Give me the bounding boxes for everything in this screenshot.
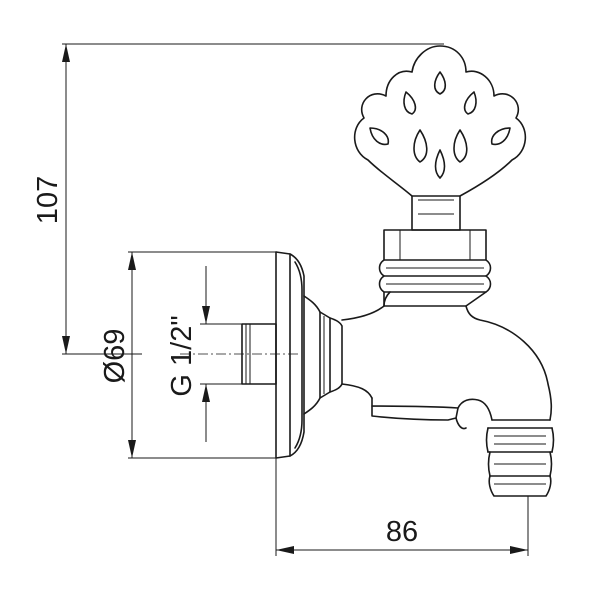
wall-flange <box>275 251 343 459</box>
outlet-connector <box>485 419 555 497</box>
handle-opening <box>453 129 468 163</box>
dimension-depth: 86 <box>275 458 529 556</box>
dimension-thread: G 1/2" <box>166 266 244 442</box>
handle-opening <box>369 127 390 146</box>
handle-opening <box>403 91 417 115</box>
dimension-height: 107 <box>32 43 444 355</box>
dimension-diameter: Ø69 <box>99 251 278 459</box>
handle-opening <box>413 129 428 163</box>
valve-head <box>378 229 492 307</box>
handle-opening <box>433 71 447 95</box>
decorative-handle <box>353 45 527 197</box>
dimension-diameter-label: Ø69 <box>99 329 131 384</box>
handle-opening <box>434 149 446 179</box>
dimension-height-label: 107 <box>32 176 64 224</box>
dimension-depth-label: 86 <box>386 516 418 548</box>
handle-opening <box>490 127 511 146</box>
dimension-thread-label: G 1/2" <box>166 315 198 396</box>
handle-stem <box>411 195 461 231</box>
spout-body <box>341 305 553 430</box>
handle-opening <box>463 91 477 115</box>
